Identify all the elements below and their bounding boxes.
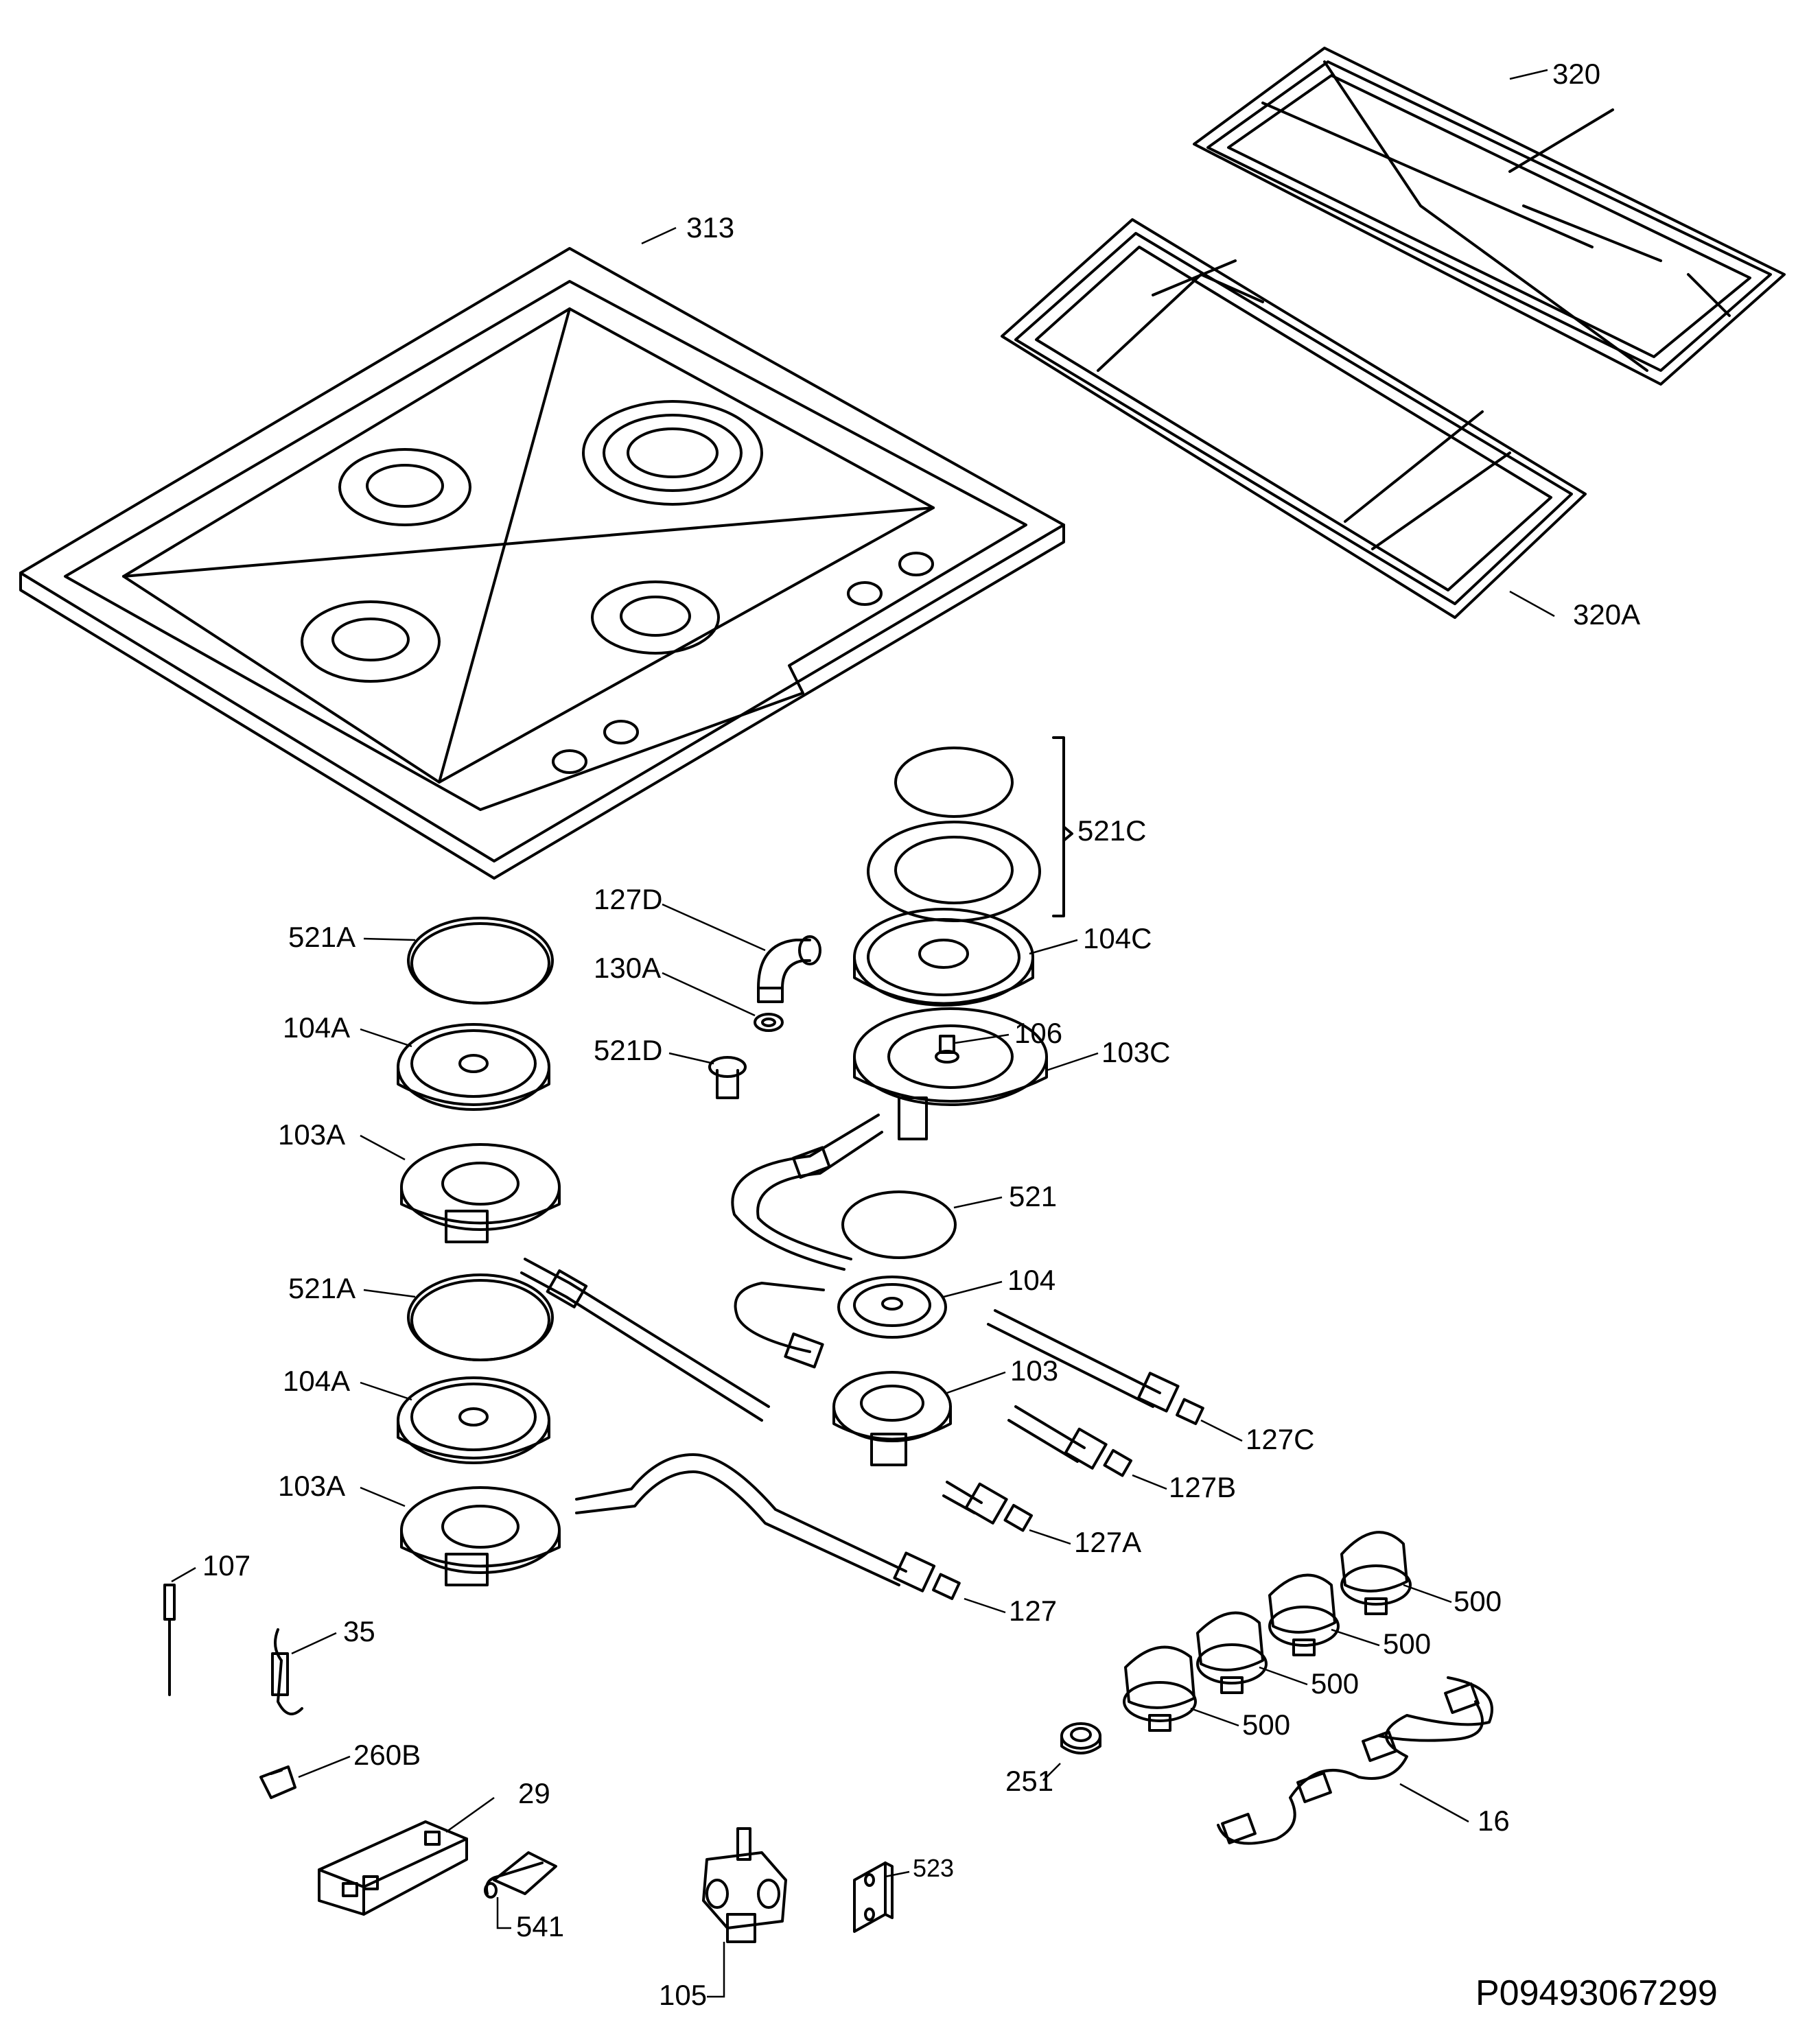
gas-tap-105 bbox=[702, 1827, 787, 1943]
label-104a-2: 104A bbox=[283, 1365, 350, 1397]
label-107: 107 bbox=[202, 1549, 250, 1582]
label-130a: 130A bbox=[594, 952, 661, 984]
label-127: 127 bbox=[1009, 1595, 1057, 1627]
bracket-523 bbox=[853, 1862, 894, 1933]
burner-base-103c bbox=[853, 1007, 1048, 1140]
label-521a-1: 521A bbox=[288, 921, 355, 953]
gas-pipe-127d bbox=[731, 1114, 883, 1271]
burner-base-103a-lower bbox=[400, 1486, 561, 1586]
label-104c: 104C bbox=[1083, 922, 1152, 954]
label-521: 521 bbox=[1009, 1180, 1057, 1212]
washer-130a bbox=[754, 1013, 784, 1032]
seal-251 bbox=[1060, 1722, 1101, 1754]
knob-500-1 bbox=[1340, 1531, 1412, 1615]
label-103: 103 bbox=[1010, 1354, 1058, 1387]
hob-top-313 bbox=[19, 247, 1065, 880]
label-29: 29 bbox=[518, 1777, 550, 1809]
label-105: 105 bbox=[659, 1979, 707, 2011]
knob-500-2 bbox=[1268, 1573, 1340, 1656]
burner-crown-104a-upper bbox=[397, 1023, 550, 1111]
label-104: 104 bbox=[1007, 1264, 1055, 1296]
label-127a: 127A bbox=[1074, 1526, 1141, 1558]
label-500-2: 500 bbox=[1383, 1628, 1431, 1660]
label-521c: 521C bbox=[1077, 814, 1146, 847]
burner-crown-104a-lower bbox=[397, 1376, 550, 1464]
label-313: 313 bbox=[686, 211, 734, 244]
elbow-127d bbox=[757, 935, 821, 1003]
injector-106 bbox=[935, 1035, 959, 1064]
label-251: 251 bbox=[1005, 1765, 1053, 1797]
label-103a-1: 103A bbox=[278, 1118, 345, 1151]
clip-260b bbox=[259, 1765, 296, 1799]
label-500-3: 500 bbox=[1311, 1667, 1359, 1700]
label-104a-1: 104A bbox=[283, 1011, 350, 1044]
gas-pipe-mid bbox=[734, 1282, 825, 1369]
pan-support-320a bbox=[1001, 218, 1587, 619]
label-320a: 320A bbox=[1573, 598, 1640, 631]
gas-pipe-127c bbox=[987, 1309, 1204, 1425]
knob-500-3 bbox=[1196, 1611, 1268, 1694]
burner-crown-104 bbox=[837, 1276, 947, 1339]
label-127c: 127C bbox=[1246, 1423, 1314, 1455]
label-521d: 521D bbox=[594, 1034, 662, 1066]
thermocouple-107 bbox=[163, 1584, 176, 1696]
ignition-generator-29 bbox=[318, 1820, 468, 1916]
label-500-1: 500 bbox=[1454, 1585, 1502, 1617]
burner-cap-521c bbox=[867, 747, 1041, 922]
pan-support-320 bbox=[1193, 47, 1786, 386]
label-521a-2: 521A bbox=[288, 1272, 355, 1304]
knob-500-4 bbox=[1123, 1645, 1197, 1732]
connector-541 bbox=[484, 1851, 557, 1899]
gas-pipe-127 bbox=[575, 1453, 961, 1600]
label-127b: 127B bbox=[1169, 1471, 1236, 1503]
label-103c: 103C bbox=[1101, 1036, 1170, 1068]
label-260b: 260B bbox=[353, 1739, 421, 1771]
label-541: 541 bbox=[516, 1910, 564, 1942]
gas-pipe-127b bbox=[1007, 1405, 1132, 1477]
burner-base-103a-upper bbox=[400, 1143, 561, 1243]
electrode-35 bbox=[271, 1628, 303, 1715]
label-103a-2: 103A bbox=[278, 1470, 345, 1502]
gas-pipe-127a bbox=[942, 1481, 1033, 1532]
burner-base-103 bbox=[832, 1371, 952, 1466]
label-16: 16 bbox=[1478, 1805, 1510, 1837]
burner-cap-521a-lower bbox=[407, 1273, 554, 1361]
injector-521d bbox=[708, 1056, 747, 1099]
drawing-reference-number: P09493067299 bbox=[1475, 1973, 1718, 2013]
label-35: 35 bbox=[343, 1615, 375, 1647]
label-106: 106 bbox=[1014, 1017, 1062, 1049]
label-127d: 127D bbox=[594, 883, 662, 915]
label-523: 523 bbox=[913, 1854, 954, 1882]
label-500-4: 500 bbox=[1242, 1708, 1290, 1741]
burner-cap-521a-upper bbox=[407, 917, 554, 1005]
label-320: 320 bbox=[1552, 58, 1600, 90]
burner-crown-104c bbox=[853, 908, 1034, 1007]
burner-cap-521 bbox=[841, 1190, 957, 1259]
switch-harness-16 bbox=[1217, 1676, 1493, 1845]
gas-pipe-left bbox=[520, 1258, 770, 1422]
